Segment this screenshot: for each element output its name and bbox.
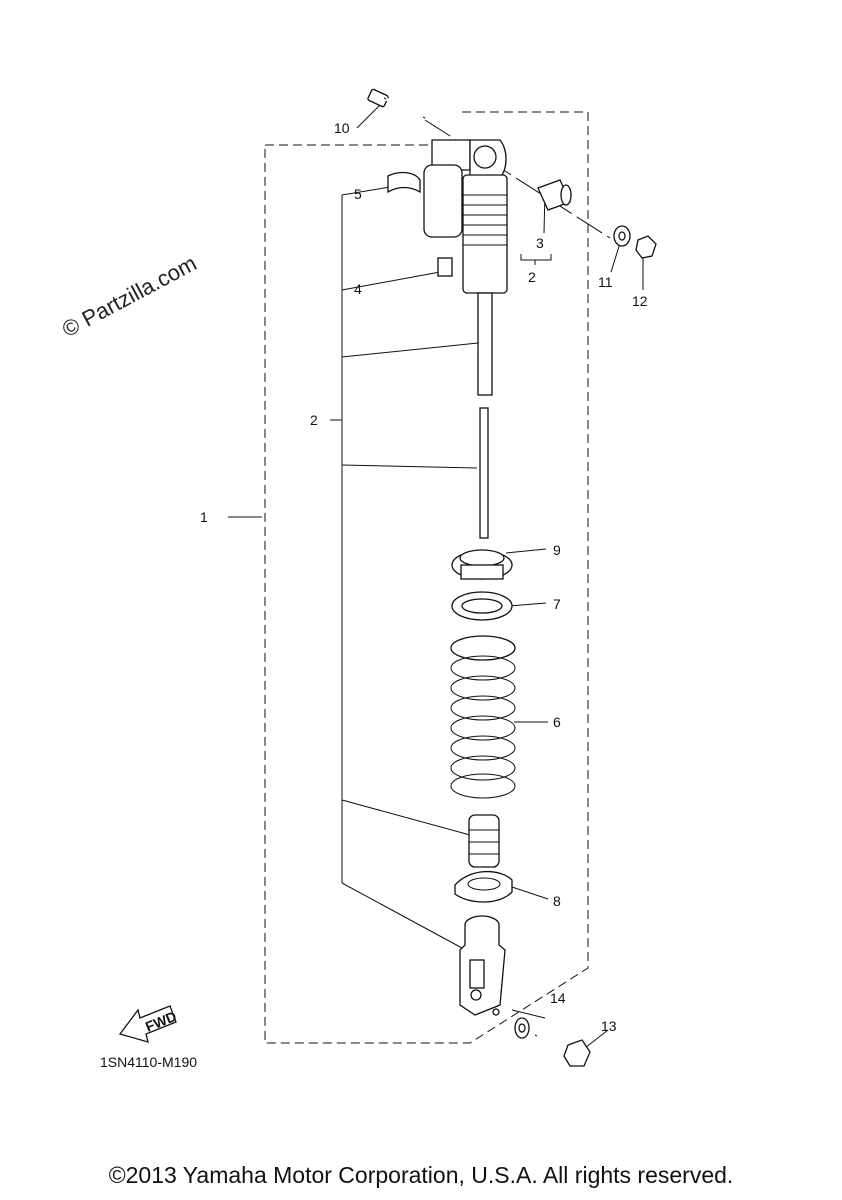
fwd-arrow-icon: FWD	[118, 1005, 179, 1043]
washer-11	[613, 225, 631, 247]
callout-11: 11	[598, 274, 613, 290]
ring-nut-7	[451, 591, 513, 621]
shock-body	[462, 139, 508, 539]
callout-2b: 2	[528, 269, 536, 285]
bolt-10	[367, 88, 426, 119]
bushing-3	[537, 179, 572, 211]
callout-1: 1	[200, 509, 208, 525]
callout-13: 13	[601, 1018, 617, 1034]
callout-14: 14	[550, 990, 566, 1006]
callout-3: 3	[536, 235, 544, 251]
bolt-13	[534, 1034, 591, 1067]
callout-5: 5	[354, 186, 362, 202]
callout-4: 4	[354, 281, 362, 297]
callout-8: 8	[553, 893, 561, 909]
washer-14	[514, 1017, 530, 1039]
copyright-notice: ©2013 Yamaha Motor Corporation, U.S.A. A…	[108, 1162, 734, 1188]
callout-2: 2	[310, 412, 318, 428]
callout-7: 7	[553, 596, 561, 612]
diagram-code: 1SN4110-M190	[100, 1054, 198, 1070]
spring-6	[450, 635, 516, 799]
bump-stop	[468, 814, 500, 868]
callout-10: 10	[334, 120, 350, 136]
fwd-label: FWD	[143, 1008, 179, 1035]
callout-9: 9	[553, 542, 561, 558]
callout-12: 12	[632, 293, 648, 309]
leader-lines	[228, 104, 644, 1049]
spring-seat-8	[454, 870, 513, 903]
nut-12	[635, 235, 657, 259]
reservoir	[387, 139, 471, 277]
assembly-outline	[264, 111, 589, 1044]
callout-6: 6	[553, 714, 561, 730]
lower-clevis	[459, 915, 506, 1016]
ring-nut-9	[451, 549, 513, 580]
